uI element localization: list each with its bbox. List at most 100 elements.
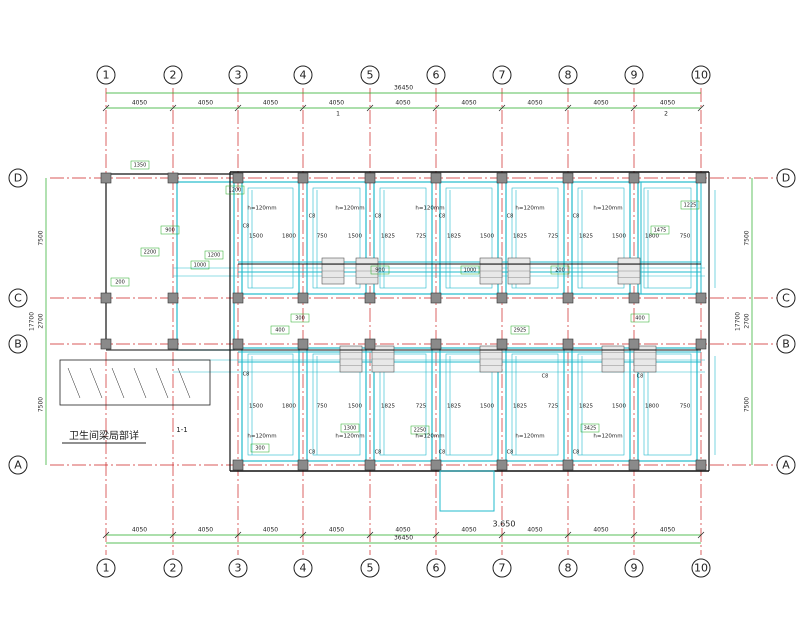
slab-outline [439, 347, 499, 462]
axis-bubble-7-bottom: 7 [492, 558, 512, 578]
bubble-label: 8 [565, 562, 572, 575]
bubble-circle [293, 65, 313, 85]
slab-outline [505, 181, 565, 295]
bubble-circle [776, 168, 796, 188]
column [496, 172, 508, 184]
dimension-tick [299, 104, 307, 112]
small-dimension: 3425 [584, 426, 597, 432]
small-dimension: 900 [375, 268, 385, 274]
section-mark: 1-1 [176, 426, 187, 434]
beam-tag: C8 [309, 214, 316, 220]
bubble-label: D [782, 172, 790, 185]
bubble-label: C [782, 292, 790, 305]
bubble-label: B [782, 338, 790, 351]
dim-box [270, 325, 290, 335]
slab-inner [312, 353, 361, 456]
bubble-label: 4 [300, 69, 307, 82]
axis-bubble-2-bottom: 2 [163, 558, 183, 578]
column [364, 338, 376, 350]
span-dimension: 1500 [348, 404, 362, 410]
bay-dimension: 4050 [132, 527, 147, 534]
bubble-label: 5 [367, 69, 374, 82]
column [628, 292, 640, 304]
detail-hatch [67, 367, 81, 399]
span-dimension: 1825 [579, 404, 593, 410]
bubble-label: 8 [565, 69, 572, 82]
axis-bubble-3-bottom: 3 [228, 558, 248, 578]
bubble-label: C [14, 292, 22, 305]
column [562, 459, 574, 471]
bay-dimension: 4050 [660, 100, 675, 107]
bubble-label: 6 [433, 562, 440, 575]
small-dimension: 1475 [654, 228, 667, 234]
bath-detail-title: 卫生间梁局部详 [69, 429, 139, 442]
overall-dimension: 36450 [394, 85, 413, 92]
axis-bubble-C-right: C [776, 288, 796, 308]
slab-outline [241, 347, 300, 462]
bay-dimension: 4050 [660, 527, 675, 534]
span-dimension: 1500 [249, 234, 263, 240]
span-dimension: 1825 [513, 234, 527, 240]
small-dimension: 300 [255, 446, 265, 452]
span-dimension: 1500 [480, 234, 494, 240]
bubble-circle [691, 65, 711, 85]
span-dimension: 1800 [645, 404, 659, 410]
dim-box [510, 325, 530, 335]
column [232, 338, 244, 350]
column [430, 292, 442, 304]
bubble-label: 1 [103, 69, 110, 82]
bubble-circle [163, 558, 183, 578]
column [232, 292, 244, 304]
overall-depth: 17700 [29, 312, 36, 331]
dim-box [250, 443, 270, 453]
bubble-circle [624, 558, 644, 578]
bay-dimension: 4050 [132, 100, 147, 107]
bubble-circle [8, 288, 28, 308]
dimension-tick [366, 104, 374, 112]
small-dimension: 1350 [134, 163, 147, 169]
dimension-tick [169, 531, 177, 539]
dimension-tick [697, 531, 705, 539]
detail-hatch [155, 367, 169, 399]
bubble-label: 1 [103, 562, 110, 575]
slab-inner [643, 353, 692, 456]
beam-tag: C8 [542, 374, 549, 380]
detail-frame [59, 359, 211, 406]
column [364, 172, 376, 184]
column [364, 292, 376, 304]
slab-thickness-label: h=120mm [247, 434, 276, 440]
column [167, 172, 179, 184]
axis-bubble-B-right: B [776, 334, 796, 354]
bubble-circle [776, 455, 796, 475]
bubble-circle [776, 288, 796, 308]
axis-bubble-A-right: A [776, 455, 796, 475]
small-dimension: 1000 [194, 263, 207, 269]
axis-bubble-9-bottom: 9 [624, 558, 644, 578]
bubble-label: 2 [170, 69, 177, 82]
columns-layer [100, 172, 707, 471]
dim-box [140, 247, 160, 257]
axis-bubble-10-top: 10 [691, 65, 711, 85]
span-dimension: 1500 [480, 404, 494, 410]
detail-hatch [89, 367, 103, 399]
axis-bubble-2-top: 2 [163, 65, 183, 85]
bubble-label: 6 [433, 69, 440, 82]
dimension-tick [169, 104, 177, 112]
span-dimension: 1825 [447, 234, 461, 240]
span-dimension: 1825 [447, 404, 461, 410]
bubble-circle [360, 558, 380, 578]
dimension-tick [102, 531, 110, 539]
span-dimension: 1500 [612, 404, 626, 410]
bay-dimension: 4050 [527, 100, 542, 107]
column [496, 459, 508, 471]
bubble-circle [558, 65, 578, 85]
bubble-circle [8, 168, 28, 188]
slab-inner [511, 187, 559, 289]
bay-dimension: 4050 [593, 100, 608, 107]
axis-bubble-C-left: C [8, 288, 28, 308]
span-dimension: 725 [416, 234, 427, 240]
bubble-label: A [782, 459, 790, 472]
dim-box [340, 423, 360, 433]
beam-tag: C8 [507, 214, 514, 220]
